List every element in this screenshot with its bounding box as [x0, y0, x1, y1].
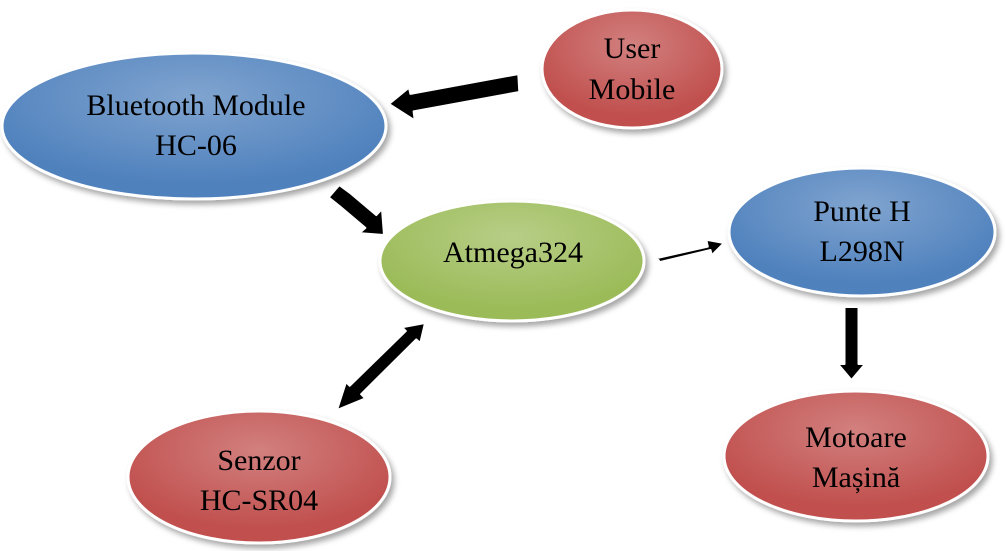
- arrows: [327, 73, 866, 411]
- node-bluetooth-module: Bluetooth Module HC-06: [0, 51, 388, 201]
- node-senzor: Senzor HC-SR04: [126, 409, 392, 545]
- user-mobile-line1: User: [604, 32, 661, 65]
- arrow-atmega-senzor-bidirectional: [336, 322, 426, 411]
- node-punte-h: Punte H L298N: [727, 166, 997, 298]
- atmega-label: Atmega324: [443, 236, 583, 269]
- node-user-mobile: User Mobile: [540, 8, 724, 130]
- user-mobile-line2: Mobile: [589, 73, 676, 106]
- motoare-line2: Mașină: [812, 461, 900, 494]
- node-atmega324: Atmega324: [378, 199, 646, 323]
- arrow-atmega-to-punteh: [656, 238, 725, 264]
- senzor-line2: HC-SR04: [200, 484, 318, 517]
- bluetooth-line1: Bluetooth Module: [86, 89, 305, 122]
- arrow-bluetooth-to-atmega: [327, 184, 385, 236]
- node-motoare-masina: Motoare Mașină: [722, 389, 990, 523]
- punteh-line1: Punte H: [813, 195, 911, 228]
- arrow-user-to-bluetooth: [388, 73, 521, 122]
- arrow-punteh-to-motoare: [837, 306, 866, 381]
- motoare-line1: Motoare: [805, 421, 907, 454]
- senzor-line1: Senzor: [217, 444, 300, 477]
- punteh-line2: L298N: [820, 235, 905, 268]
- bluetooth-line2: HC-06: [155, 129, 237, 162]
